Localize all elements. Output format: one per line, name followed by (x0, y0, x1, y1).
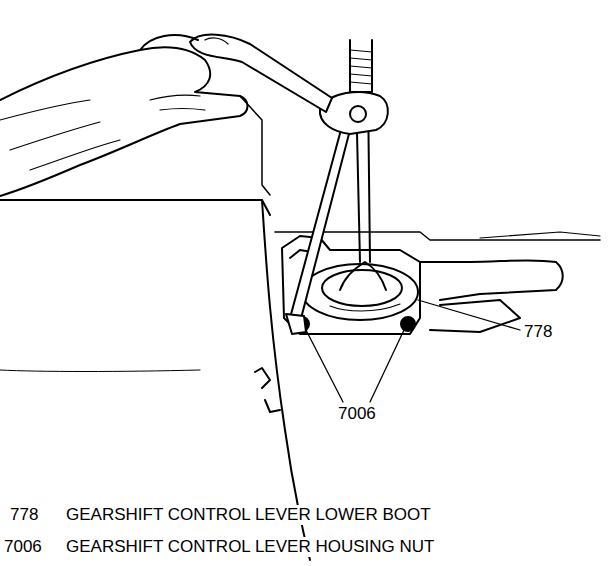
key-number: 7006 (2, 537, 44, 557)
fingers (150, 95, 205, 110)
floor-edge (0, 200, 270, 215)
floor-line (0, 370, 200, 372)
lower-boot (302, 264, 418, 320)
key-number: 778 (8, 505, 40, 525)
leader-line (306, 330, 343, 402)
bracket (430, 300, 520, 332)
callout-number: 778 (522, 322, 554, 342)
boot-fold (330, 304, 400, 311)
boot-cone (340, 262, 386, 290)
panel-clip (265, 400, 280, 412)
extension-bar (290, 126, 350, 330)
panel-clip (255, 368, 270, 388)
key-text: GEARSHIFT CONTROL LEVER HOUSING NUT (64, 537, 436, 557)
leader-line (370, 330, 404, 402)
ratchet-drive (350, 106, 366, 122)
thumb (140, 35, 198, 50)
leader-line (418, 300, 520, 330)
tunnel (420, 260, 563, 300)
lever-stud (350, 40, 372, 92)
socket (286, 314, 306, 334)
lower-boot-fold (322, 270, 402, 306)
sleeve-fold (0, 100, 120, 170)
sleeve-edge (240, 96, 270, 195)
key-text: GEARSHIFT CONTROL LEVER LOWER BOOT (64, 505, 433, 525)
console-detail (480, 232, 600, 238)
thread (350, 50, 372, 84)
wrench-end (205, 38, 228, 44)
hand (0, 47, 248, 196)
callout-number: 7006 (336, 404, 378, 424)
housing-nut (401, 317, 415, 331)
